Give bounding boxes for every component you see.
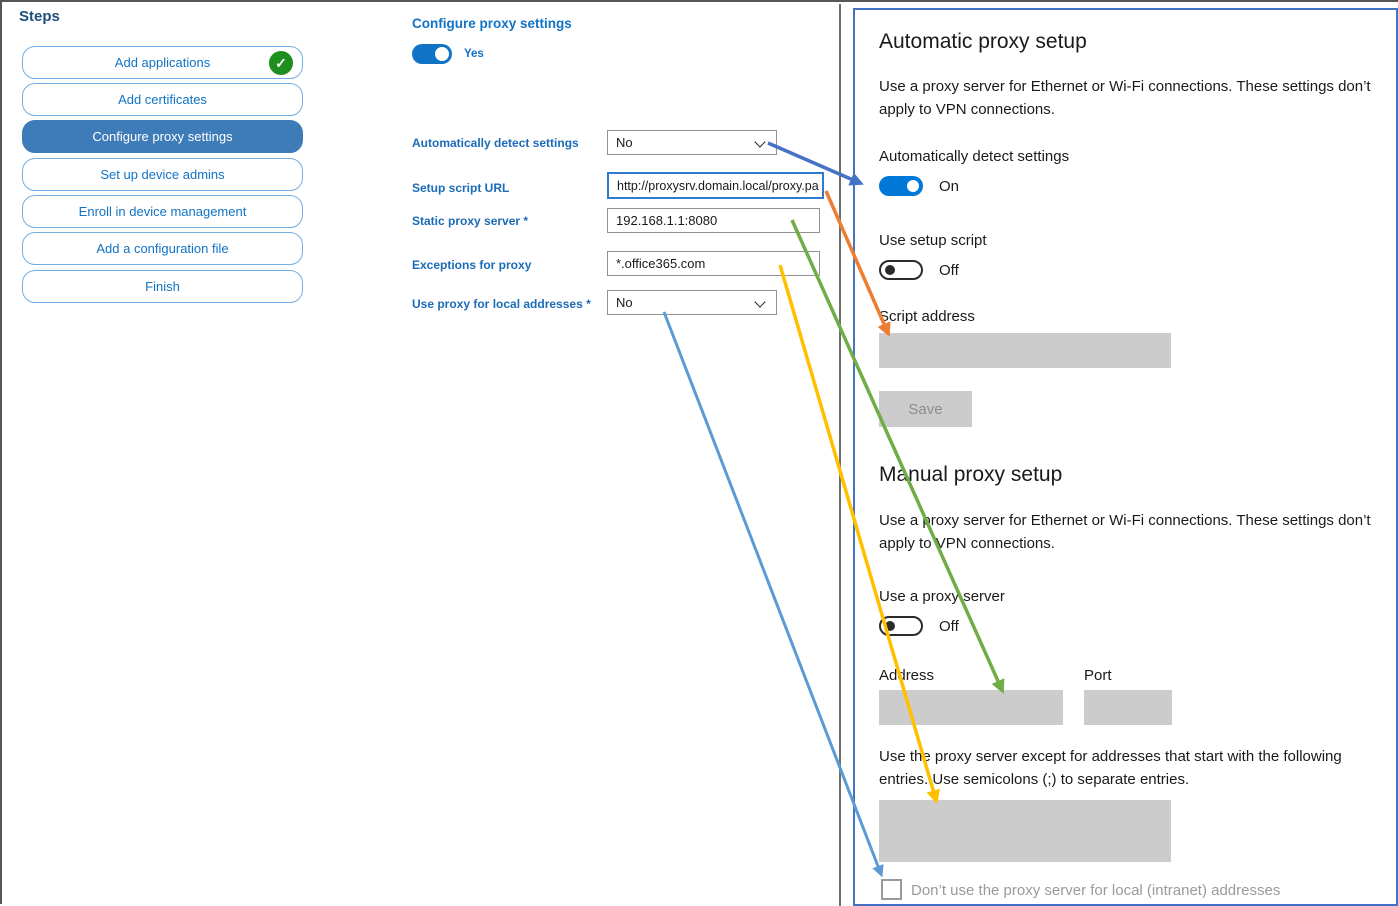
sidebar-item-set-up-device-admins[interactable]: Set up device admins <box>22 158 303 191</box>
use-proxy-server-label: Use a proxy server <box>879 588 1005 605</box>
step-label: Configure proxy settings <box>92 129 233 144</box>
local-intranet-checkbox[interactable] <box>881 879 902 900</box>
step-label: Enroll in device management <box>78 204 247 219</box>
step-label: Set up device admins <box>100 167 225 182</box>
chevron-down-icon <box>754 136 766 148</box>
sidebar-item-add-applications[interactable]: Add applications ✓ <box>22 46 303 79</box>
save-button[interactable]: Save <box>879 391 972 427</box>
input-value: 192.168.1.1:8080 <box>616 213 718 228</box>
address-input[interactable] <box>879 690 1063 725</box>
use-setup-script-toggle-state: Off <box>939 262 959 279</box>
autodetect-setting-label: Automatically detect settings <box>879 148 1070 165</box>
use-setup-script-label: Use setup script <box>879 232 987 249</box>
field-label-static-proxy-server: Static proxy server * <box>412 214 529 228</box>
step-label: Add applications <box>114 55 211 70</box>
toggle-knob <box>885 621 895 631</box>
local-intranet-checkbox-label: Don’t use the proxy server for local (in… <box>911 882 1281 899</box>
sidebar-item-finish[interactable]: Finish <box>22 270 303 303</box>
step-label: Add certificates <box>118 92 207 107</box>
field-label-autodetect: Automatically detect settings <box>412 136 579 150</box>
windows-proxy-settings-panel: Automatic proxy setup Use a proxy server… <box>853 8 1398 906</box>
step-label: Finish <box>145 279 180 294</box>
dropdown-value: No <box>616 135 633 150</box>
autodetect-toggle[interactable] <box>879 176 923 196</box>
input-value: *.office365.com <box>616 256 706 271</box>
autodetect-dropdown[interactable]: No <box>607 130 777 155</box>
use-proxy-server-toggle-state: Off <box>939 618 959 635</box>
sidebar-item-enroll-in-device-management[interactable]: Enroll in device management <box>22 195 303 228</box>
automatic-proxy-description: Use a proxy server for Ethernet or Wi-Fi… <box>879 78 1371 118</box>
step-label: Add a configuration file <box>96 241 229 256</box>
address-label: Address <box>879 667 935 684</box>
port-input[interactable] <box>1084 690 1172 725</box>
pane-divider <box>839 4 841 906</box>
sidebar-item-add-certificates[interactable]: Add certificates <box>22 83 303 116</box>
steps-title: Steps <box>19 8 60 25</box>
configure-proxy-toggle-label: Yes <box>464 48 484 60</box>
use-setup-script-toggle[interactable] <box>879 260 923 280</box>
autodetect-toggle-state: On <box>939 178 960 195</box>
page-title: Configure proxy settings <box>412 16 572 31</box>
completed-check-icon: ✓ <box>269 51 293 75</box>
automatic-proxy-heading: Automatic proxy setup <box>879 30 1087 53</box>
chevron-down-icon <box>754 296 766 308</box>
manual-proxy-description: Use a proxy server for Ethernet or Wi-Fi… <box>879 512 1371 552</box>
script-address-input[interactable] <box>879 333 1171 368</box>
field-label-setup-script-url: Setup script URL <box>412 181 510 195</box>
toggle-knob <box>435 47 449 61</box>
sidebar-item-add-a-configuration-file[interactable]: Add a configuration file <box>22 232 303 265</box>
sidebar-item-configure-proxy-settings[interactable]: Configure proxy settings <box>22 120 303 153</box>
manual-proxy-heading: Manual proxy setup <box>879 463 1063 486</box>
port-label: Port <box>1084 667 1112 684</box>
script-address-label: Script address <box>879 308 975 325</box>
arrow-local-addresses-mapping <box>662 311 884 878</box>
use-proxy-server-toggle[interactable] <box>879 616 923 636</box>
setup-script-url-input[interactable]: http://proxysrv.domain.local/proxy.pa <box>607 172 824 199</box>
field-label-local-addresses: Use proxy for local addresses * <box>412 297 591 311</box>
exceptions-textarea[interactable] <box>879 800 1171 862</box>
local-addresses-dropdown[interactable]: No <box>607 290 777 315</box>
toggle-knob <box>885 265 895 275</box>
dropdown-value: No <box>616 295 633 310</box>
static-proxy-server-input[interactable]: 192.168.1.1:8080 <box>607 208 820 233</box>
toggle-knob <box>907 180 919 192</box>
exceptions-description: Use the proxy server except for addresse… <box>879 748 1342 788</box>
exceptions-for-proxy-input[interactable]: *.office365.com <box>607 251 820 276</box>
configure-proxy-toggle[interactable] <box>412 44 452 64</box>
input-value: http://proxysrv.domain.local/proxy.pa <box>617 178 819 193</box>
field-label-exceptions: Exceptions for proxy <box>412 258 532 272</box>
